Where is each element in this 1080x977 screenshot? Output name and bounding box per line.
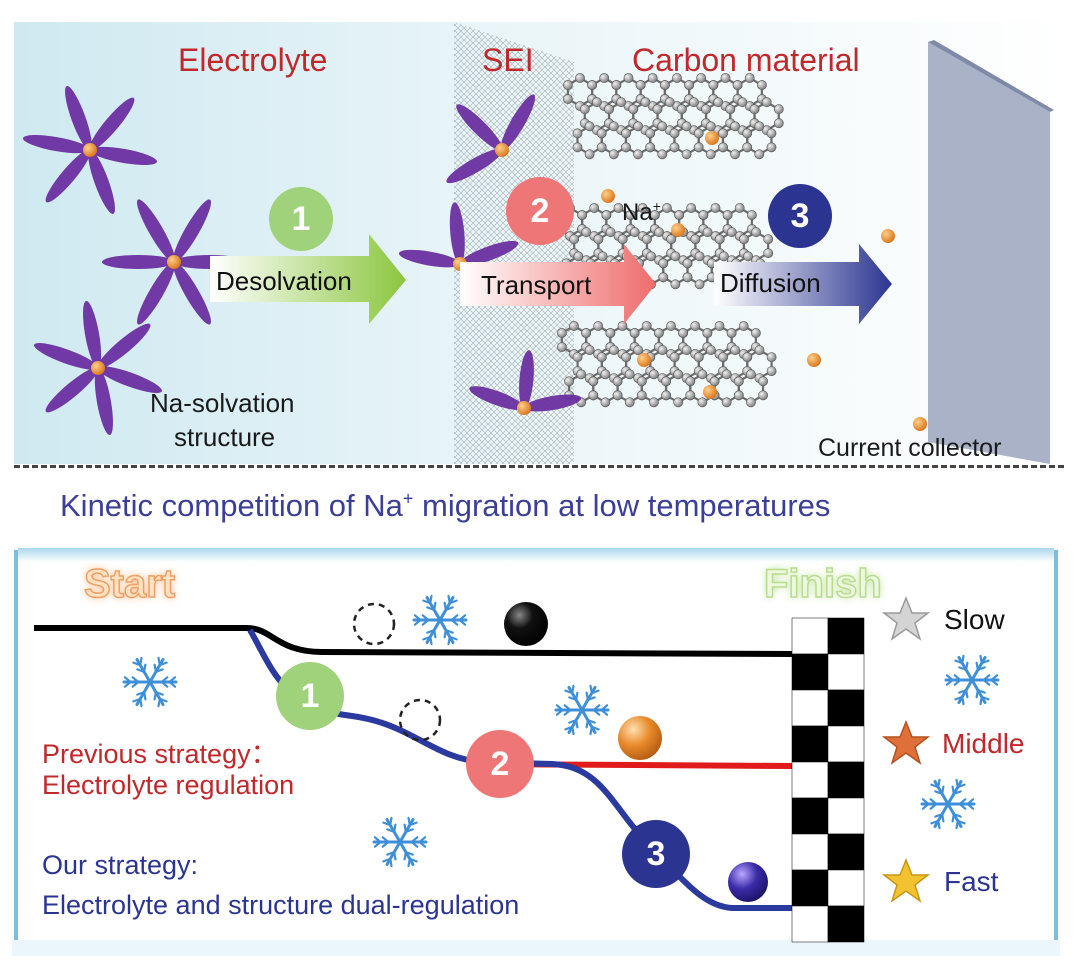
step-2-badge: 2 [506, 177, 574, 245]
top-panel: Electrolyte SEI Carbon material 1 2 3 De… [14, 22, 1066, 464]
finish-flag-square [827, 761, 865, 799]
fast-label: Fast [944, 866, 999, 897]
na-solvation-cluster [446, 94, 536, 184]
sodium-ion [807, 353, 821, 367]
diffusion-arrow [714, 244, 892, 324]
black-ball [504, 602, 548, 646]
graphene-layer [563, 73, 784, 160]
ghost-ball-slow [352, 602, 396, 646]
sodium-ion [637, 353, 651, 367]
step-1-number: 1 [291, 199, 311, 238]
step-3-badge: 3 [768, 184, 832, 248]
sodium-ion [671, 223, 685, 237]
snowflake-icon [554, 684, 610, 736]
finish-flag-square [827, 833, 865, 871]
desolvation-arrow [210, 234, 406, 324]
track-badge-3: 3 [622, 820, 690, 888]
solvation-label-line2: structure [174, 422, 276, 452]
bottom-panel: Start Finish 1 2 3 Previous strategy： El… [12, 548, 1068, 958]
sodium-ion [705, 131, 719, 145]
dashed-divider [14, 465, 1064, 468]
snowflake-icon [944, 654, 1000, 706]
start-label: Start [83, 561, 176, 607]
snowflake-icon [122, 656, 178, 708]
step-2-number: 2 [530, 191, 550, 230]
finish-flag-square [827, 869, 865, 907]
current-collector-plate [928, 42, 1050, 464]
finish-flag-square [827, 653, 865, 691]
middle-star [881, 719, 931, 765]
snowflake-icon [920, 778, 976, 830]
orange-ball [618, 716, 662, 760]
na-solvation-cluster [469, 350, 582, 415]
ghost-ball-fast [398, 698, 442, 742]
track-badge-2: 2 [466, 730, 534, 798]
sei-label: SEI [482, 42, 534, 78]
na-solvation-cluster [102, 199, 246, 325]
transport-arrow [460, 244, 656, 324]
finish-flag-square [827, 797, 865, 835]
na-solvation-cluster [22, 86, 158, 214]
diffusion-label: Diffusion [720, 268, 821, 298]
finish-flag-square [791, 617, 829, 655]
finish-flag-square [791, 869, 829, 907]
na-ion-label: Na+ [622, 198, 661, 226]
na-solvation-cluster [34, 300, 162, 436]
sodium-ion [881, 229, 895, 243]
solvation-label-line1: Na-solvation [150, 388, 295, 418]
finish-flag-square [827, 617, 865, 655]
finish-flag-square [791, 653, 829, 691]
electrolyte-label: Electrolyte [178, 42, 328, 78]
sodium-ion [703, 385, 717, 399]
figure-caption: Kinetic competition of Na+ migration at … [60, 488, 831, 523]
previous-strategy-line2: Electrolyte regulation [42, 770, 295, 800]
our-strategy-line1: Our strategy: [42, 850, 199, 880]
bottom-panel-graphic [12, 548, 1060, 956]
top-panel-graphic [14, 22, 1066, 464]
finish-flag-square [827, 689, 865, 727]
finish-flag-square [791, 689, 829, 727]
current-collector-label: Current collector [818, 434, 1002, 462]
slow-star [881, 595, 931, 641]
snowflake-icon [412, 594, 468, 646]
finish-label: Finish [763, 561, 882, 607]
finish-flag-square [791, 797, 829, 835]
sodium-ion [913, 417, 927, 431]
finish-flag-square [791, 725, 829, 763]
desolvation-label: Desolvation [216, 266, 352, 296]
slow-track [34, 625, 793, 657]
snowflake-icon [372, 816, 428, 868]
purple-ball [728, 862, 768, 902]
finish-flag-square [827, 905, 865, 943]
finish-flag-square [791, 833, 829, 871]
step-3-number: 3 [790, 196, 810, 235]
middle-label: Middle [942, 728, 1025, 759]
finish-flag-square [827, 725, 865, 763]
carbon-material-label: Carbon material [632, 42, 860, 78]
finish-flag-square [791, 761, 829, 799]
previous-strategy-line1: Previous strategy： [42, 739, 278, 769]
slow-label: Slow [944, 604, 1005, 635]
transport-label: Transport [481, 270, 592, 300]
fast-star [881, 857, 931, 903]
step-1-badge: 1 [269, 187, 333, 251]
track-badge-1: 1 [276, 662, 344, 730]
our-strategy-line2: Electrolyte and structure dual-regulatio… [42, 890, 520, 920]
finish-flag-square [791, 905, 829, 943]
sodium-ion [601, 189, 615, 203]
